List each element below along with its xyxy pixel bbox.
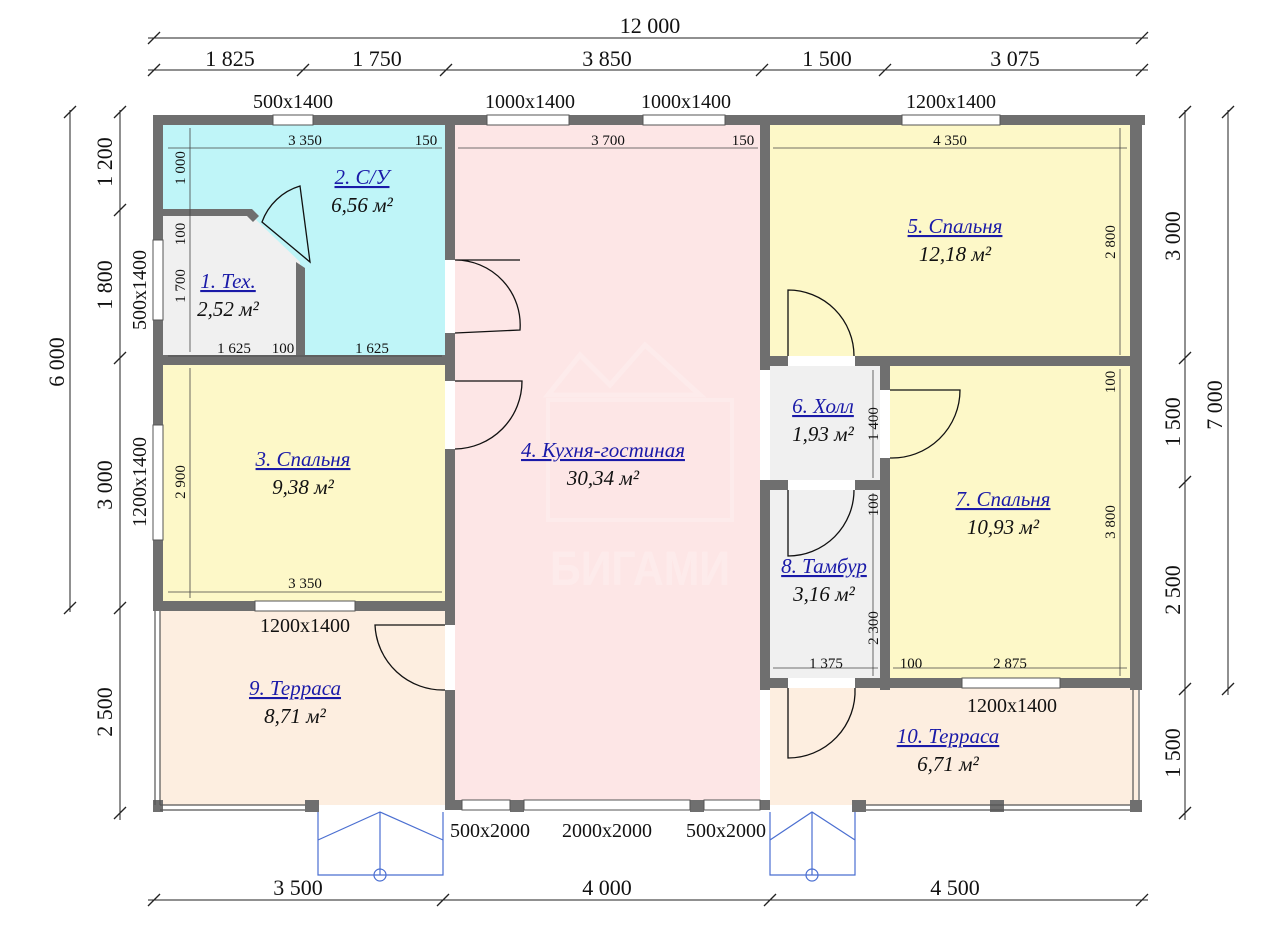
room-area-terrace-9: 8,71 м² — [264, 704, 326, 728]
dimension-lines — [63, 31, 1235, 907]
room-area-bedroom-3: 9,38 м² — [272, 475, 334, 499]
inner-dim-hall-h: 1 400 — [866, 407, 882, 441]
room-name-tech: 1. Тех. — [200, 269, 256, 293]
room-name-bedroom-5: 5. Спальня — [908, 214, 1003, 238]
inner-dim-tech-100: 100 — [173, 223, 189, 246]
dim-right-total: 7 000 — [1202, 380, 1227, 430]
room-area-su: 6,56 м² — [331, 193, 393, 217]
window-label-1: 500x1400 — [253, 91, 333, 113]
dim-left-seg-1: 1 200 — [92, 137, 117, 187]
inner-dim-bot-1625a: 1 625 — [217, 341, 251, 357]
dim-bottom-seg-2: 4 000 — [582, 875, 632, 900]
room-name-bedroom-3: 3. Спальня — [255, 447, 351, 471]
window-label-5: 500x1400 — [129, 250, 151, 330]
inner-dim-sp7-w: 2 875 — [993, 656, 1027, 672]
terrace-outlines — [154, 611, 1140, 811]
room-area-terrace-10: 6,71 м² — [917, 752, 979, 776]
dim-bottom-seg-1: 3 500 — [273, 875, 323, 900]
room-name-kitchen: 4. Кухня-гостиная — [521, 438, 685, 462]
room-fill-bedroom-3 — [163, 365, 445, 601]
dim-bottom-seg-3: 4 500 — [930, 875, 980, 900]
inner-dim-su-h: 1 000 — [173, 151, 189, 185]
inner-dim-sp7-h: 3 800 — [1103, 505, 1119, 539]
room-name-bedroom-7: 7. Спальня — [956, 487, 1051, 511]
inner-dim-tech-h: 1 700 — [173, 269, 189, 303]
door-label-1: 500x2000 — [450, 820, 530, 842]
inner-dim-sp7-100: 100 — [1103, 371, 1119, 394]
watermark-logo: БИГАМИ — [542, 341, 734, 596]
dim-left-total: 6 000 — [44, 337, 69, 387]
door-label-3: 500x2000 — [686, 820, 766, 842]
dim-left-seg-3: 3 000 — [92, 460, 117, 510]
room-name-hall: 6. Холл — [792, 394, 854, 418]
inner-dim-tam-w: 1 375 — [809, 656, 843, 672]
inner-dim-kit-150: 150 — [732, 133, 755, 149]
inner-dim-sp3-w: 3 350 — [288, 576, 322, 592]
window-label-3: 1000x1400 — [641, 91, 731, 113]
inner-dim-sp7-b100: 100 — [900, 656, 923, 672]
door-swings — [261, 185, 961, 759]
dim-right-seg-3: 2 500 — [1160, 565, 1185, 615]
room-fill-tech — [163, 214, 300, 355]
inner-dim-su-w: 3 350 — [288, 133, 322, 149]
room-area-bedroom-7: 10,93 м² — [967, 515, 1040, 539]
inner-dim-tam-h: 2 300 — [866, 611, 882, 645]
room-area-tech: 2,52 м² — [197, 297, 259, 321]
dim-right-seg-4: 1 500 — [1160, 728, 1185, 778]
room-name-terrace-9: 9. Терраса — [249, 676, 341, 700]
porch-steps — [317, 811, 856, 882]
door-label-2: 2000x2000 — [562, 820, 652, 842]
room-fill-terrace-10 — [770, 688, 1138, 805]
inner-dim-bot-1625b: 1 625 — [355, 341, 389, 357]
dim-left-seg-4: 2 500 — [92, 687, 117, 737]
dim-right-seg-1: 3 000 — [1160, 211, 1185, 261]
room-area-tambur: 3,16 м² — [792, 582, 855, 606]
inner-dim-bot-100: 100 — [272, 341, 295, 357]
watermark-text: БИГАМИ — [550, 543, 730, 596]
dim-top-seg-2: 1 750 — [352, 46, 402, 71]
room-fill-bedroom-5 — [770, 125, 1130, 358]
room-name-terrace-10: 10. Терраса — [897, 724, 1000, 748]
room-fill-hall — [770, 366, 880, 481]
inner-dim-su-150: 150 — [415, 133, 438, 149]
room-name-tambur: 8. Тамбур — [781, 554, 867, 578]
inner-dim-tam-100: 100 — [866, 494, 882, 517]
room-area-hall: 1,93 м² — [792, 422, 854, 446]
room-fill-bedroom-7 — [890, 366, 1130, 678]
room-area-bedroom-5: 12,18 м² — [919, 242, 992, 266]
window-label-4: 1200x1400 — [906, 91, 996, 113]
room-area-kitchen: 30,34 м² — [566, 466, 640, 490]
dim-left-seg-2: 1 800 — [92, 260, 117, 310]
dim-top-seg-5: 3 075 — [990, 46, 1040, 71]
window-label-6: 1200x1400 — [129, 437, 151, 527]
dim-right-seg-2: 1 500 — [1160, 397, 1185, 447]
inner-dim-sp3-h: 2 900 — [173, 465, 189, 499]
inner-dim-kit-w: 3 700 — [591, 133, 625, 149]
room-fill-terrace-9 — [160, 609, 445, 805]
window-label-2: 1000x1400 — [485, 91, 575, 113]
window-openings — [152, 114, 1061, 811]
dim-top-seg-4: 1 500 — [802, 46, 852, 71]
room-fill-kitchen — [455, 125, 760, 803]
inner-dim-sp5-w: 4 350 — [933, 133, 967, 149]
window-label-7: 1200x1400 — [260, 615, 350, 637]
dim-top-total: 12 000 — [620, 13, 681, 38]
room-name-su: 2. С/У — [335, 165, 393, 189]
dim-top-seg-1: 1 825 — [205, 46, 255, 71]
dim-top-seg-3: 3 850 — [582, 46, 632, 71]
inner-dim-sp5-h: 2 800 — [1103, 225, 1119, 259]
window-label-8: 1200x1400 — [967, 695, 1057, 717]
